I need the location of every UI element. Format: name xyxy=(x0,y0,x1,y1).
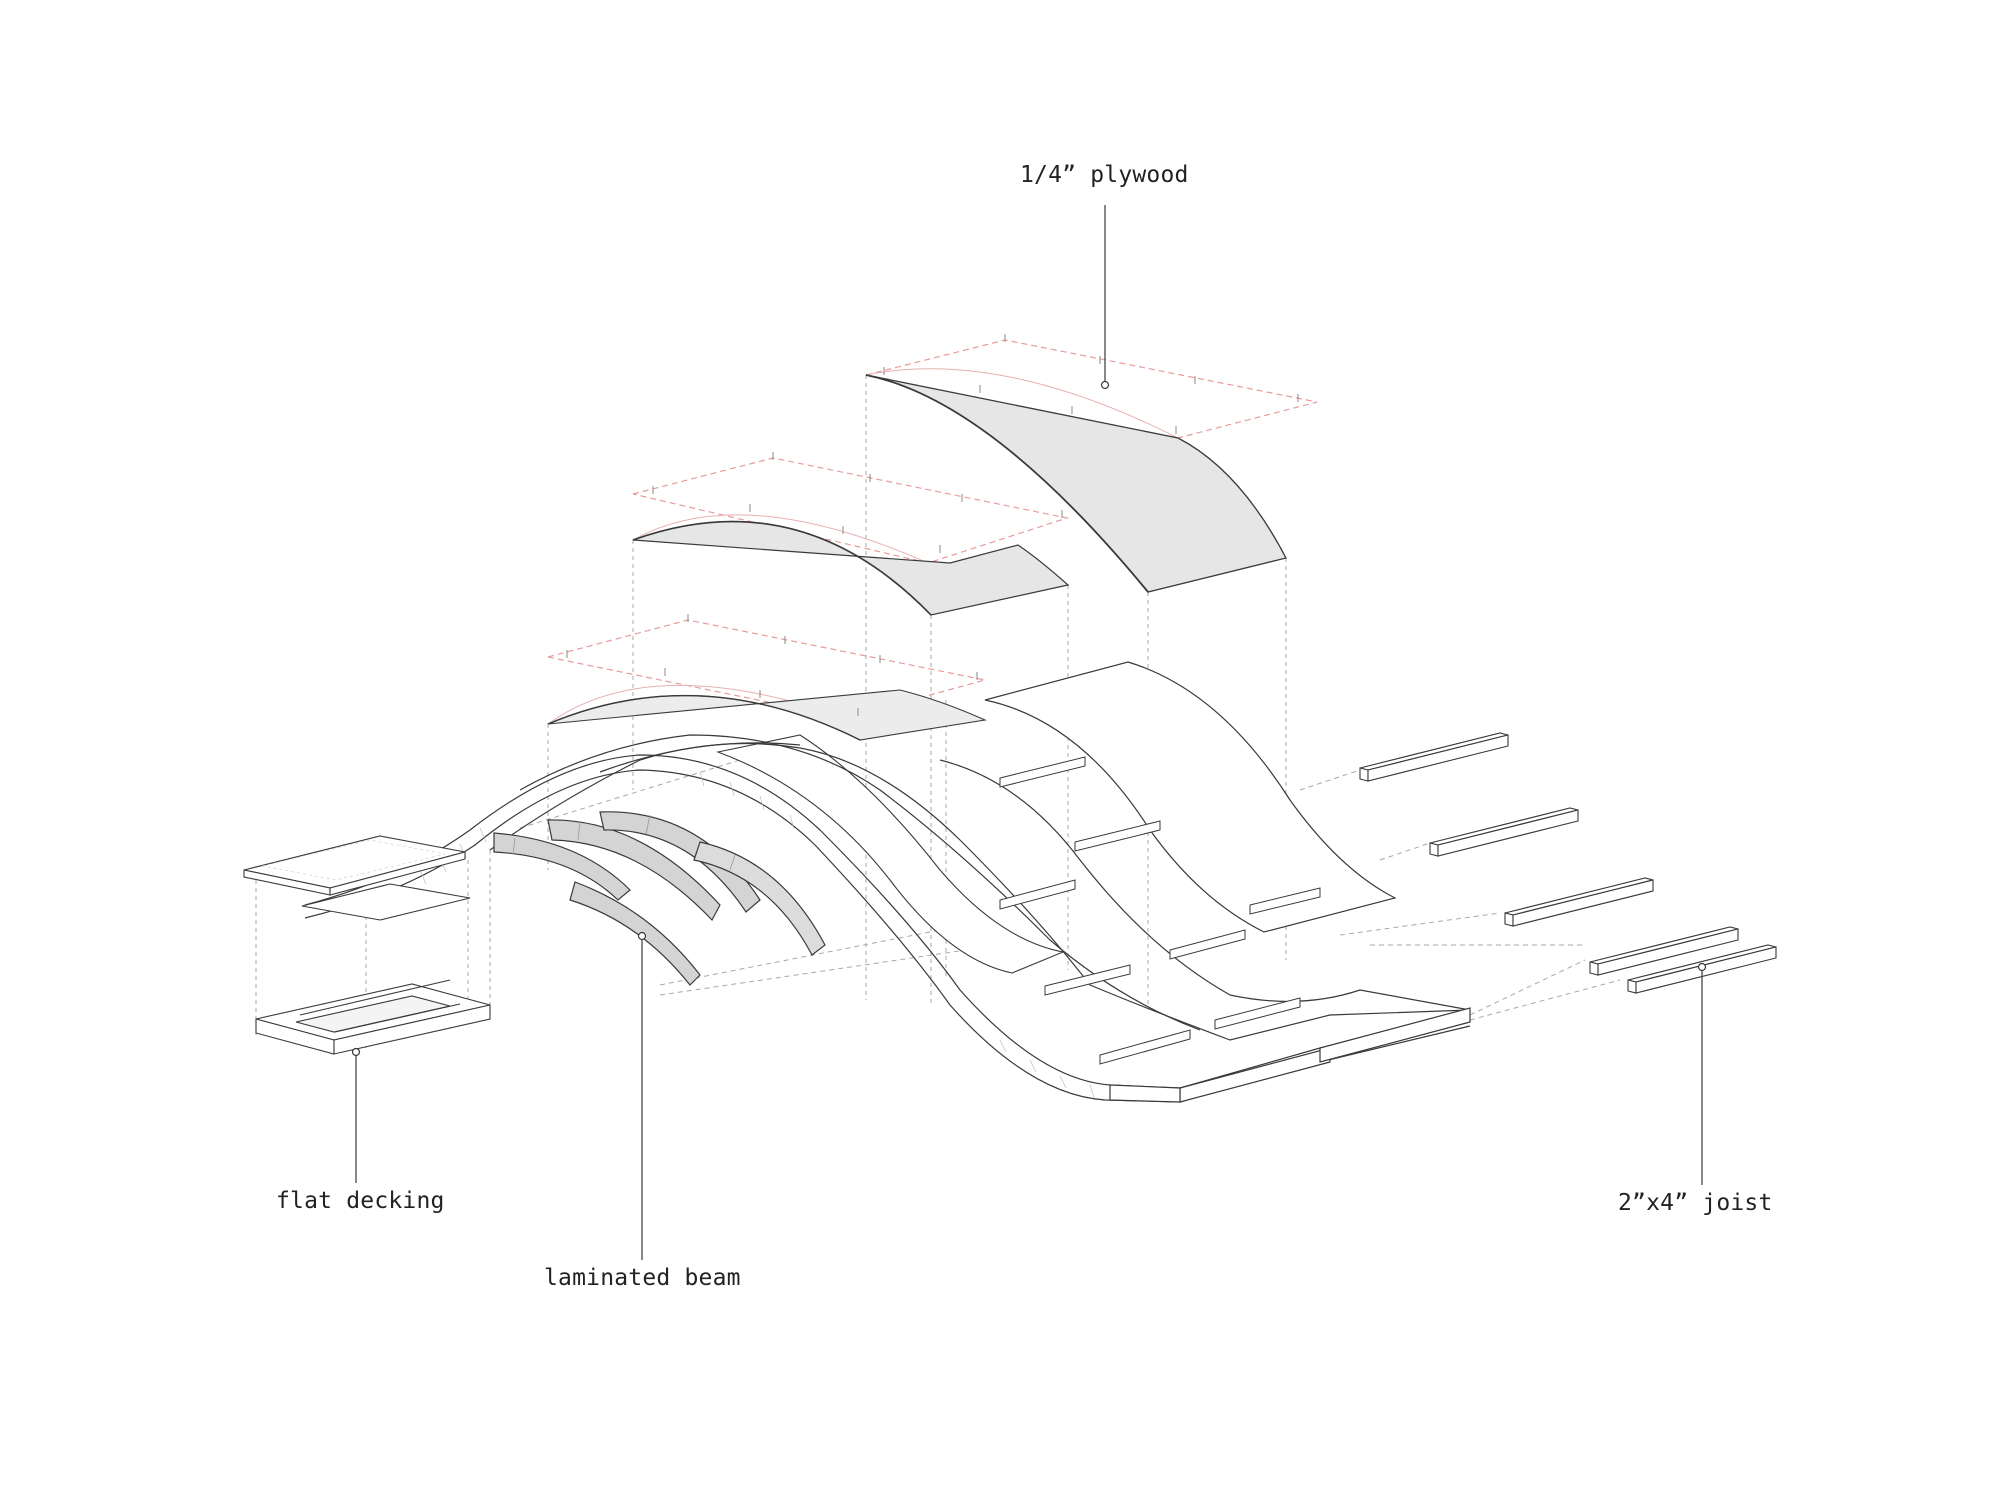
joist-1 xyxy=(1359,732,1509,782)
plywood-wave-large xyxy=(984,661,1397,933)
leader-dot-joist xyxy=(1697,962,1707,972)
plywood-sheet-middle xyxy=(632,452,1070,616)
laminated-beams xyxy=(493,811,826,986)
base-frame-right xyxy=(1109,1007,1471,1103)
laminated-beam-1 xyxy=(493,832,631,901)
plywood-sheet-top xyxy=(865,334,1318,593)
label-flat-decking: flat decking xyxy=(276,1188,445,1214)
joist-2 xyxy=(1429,807,1579,857)
label-laminated-beam: laminated beam xyxy=(544,1265,741,1291)
plywood-wave-front xyxy=(716,734,1065,974)
label-plywood: 1/4” plywood xyxy=(1020,162,1189,188)
plywood-sheet-lower xyxy=(547,614,987,741)
joist-3 xyxy=(1504,877,1654,927)
plywood-curve-guide xyxy=(865,368,1179,439)
laminated-beam-4 xyxy=(693,841,826,956)
plywood-sheet-surface xyxy=(865,374,1287,593)
joist-4 xyxy=(1589,926,1739,976)
flat-deck-sheet-2 xyxy=(301,883,471,921)
loose-joists xyxy=(1359,732,1777,994)
label-joist: 2”x4” joist xyxy=(1618,1190,1773,1216)
leader-dot-plywood xyxy=(1100,380,1110,390)
leader-dot-flat-decking xyxy=(351,1047,361,1057)
plywood-middle-surface xyxy=(632,520,1070,616)
plywood-lower-surface xyxy=(547,689,987,741)
frame-cross-joists xyxy=(999,756,1321,1065)
nail-marks xyxy=(883,334,1299,434)
leader-dot-laminated-beam xyxy=(637,931,647,941)
flat-decking-assembly xyxy=(243,835,491,1055)
joist-guide-lines xyxy=(519,759,1621,1021)
laminated-beam-5 xyxy=(569,881,701,986)
callout-leaders xyxy=(351,205,1707,1260)
wave-frame xyxy=(304,734,1471,1103)
